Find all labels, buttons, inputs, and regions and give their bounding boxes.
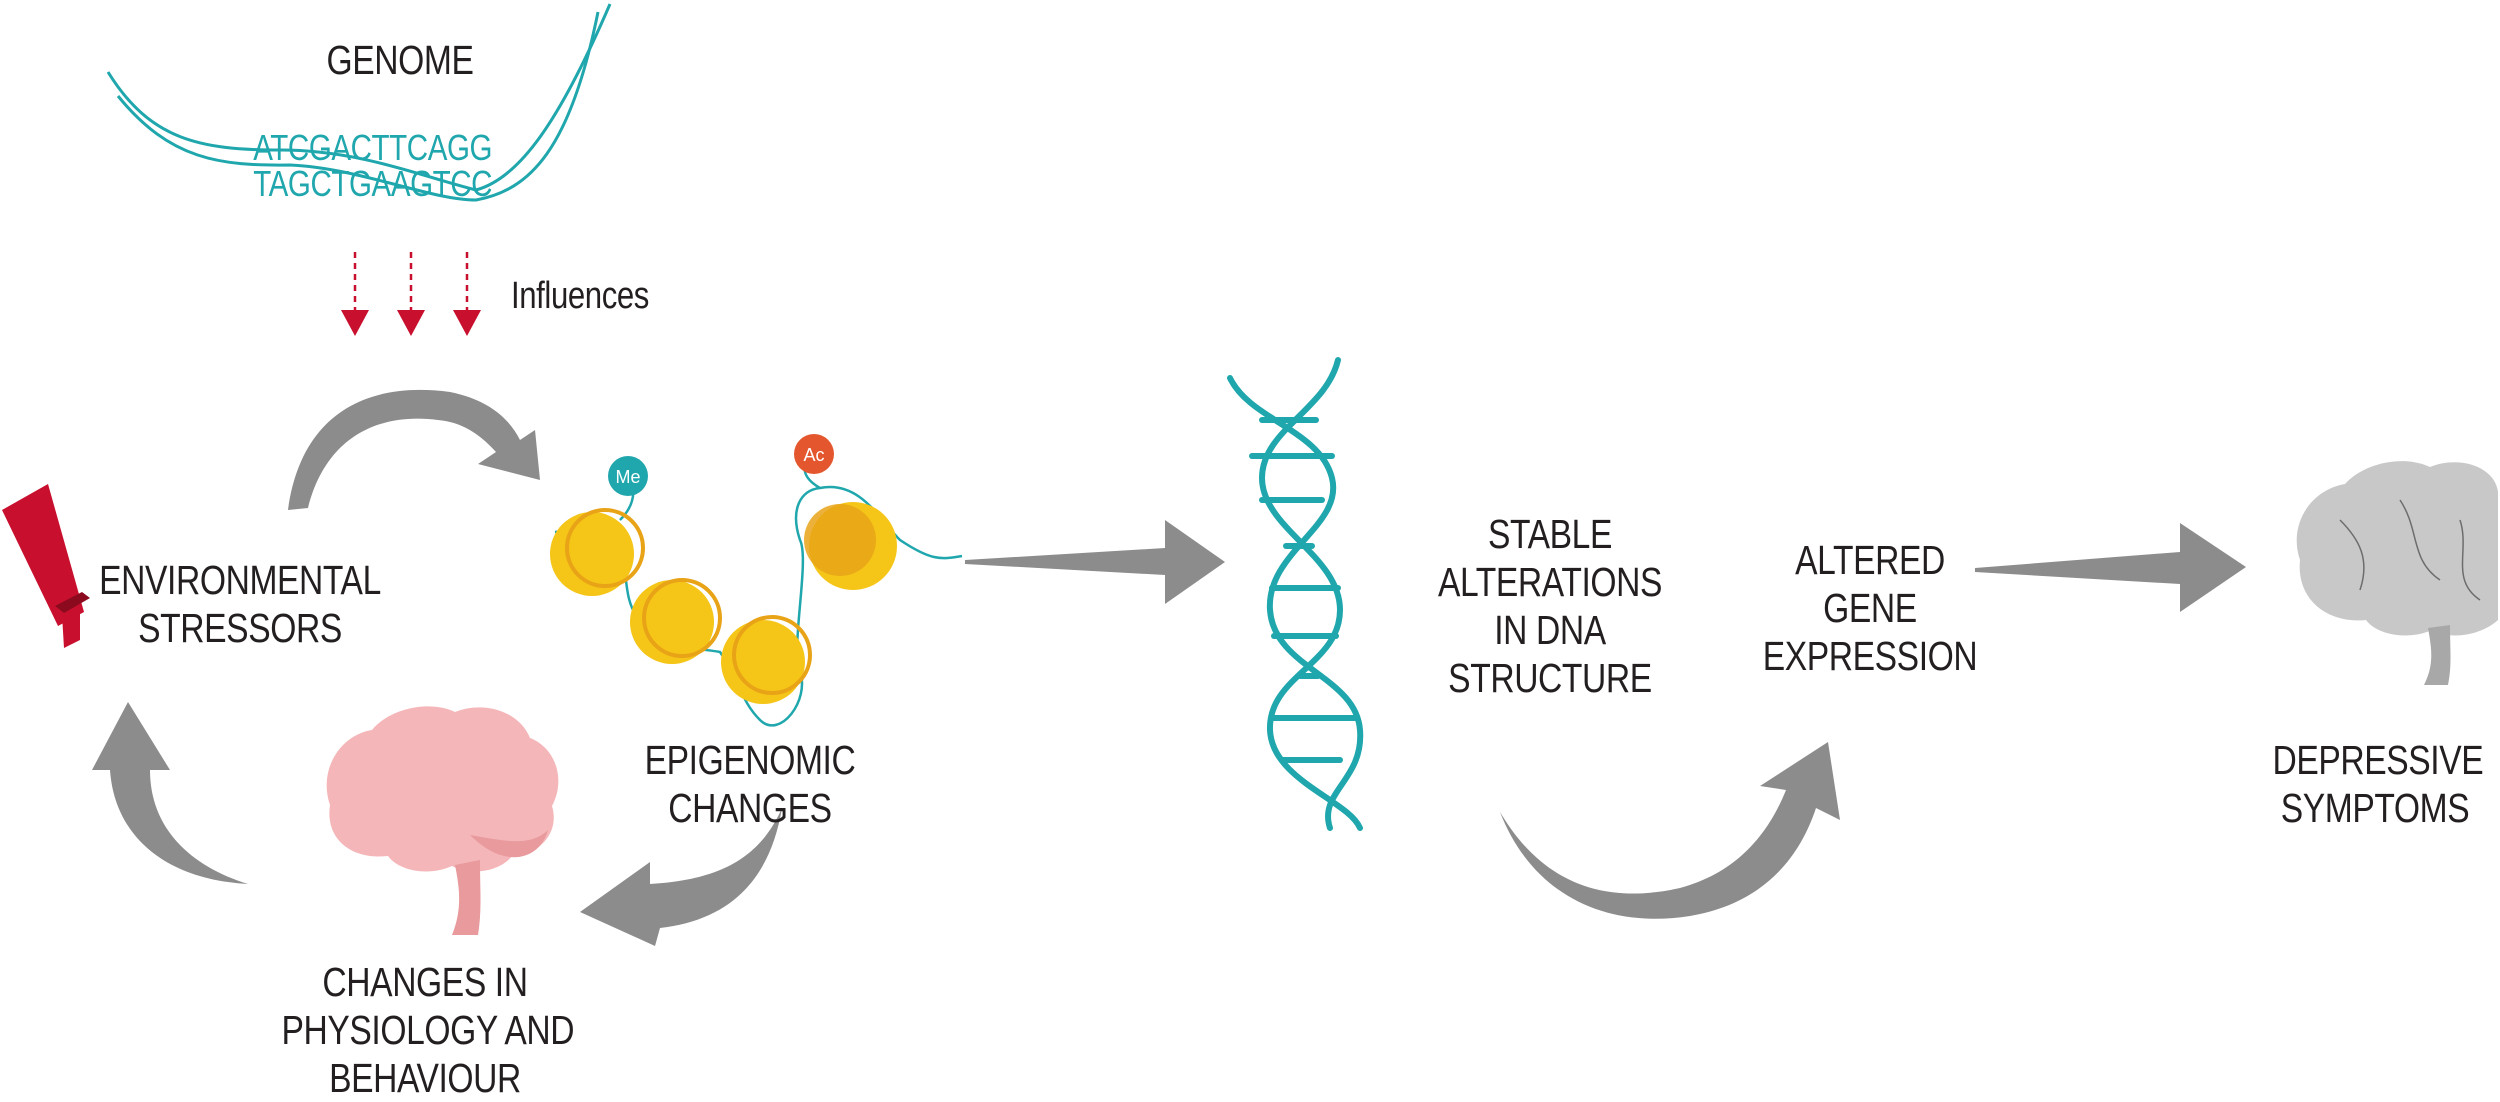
gene-expression-label: ALTERED GENE EXPRESSION [1755, 536, 1985, 680]
genome-dna-strand-icon [106, 3, 612, 202]
acetyl-mark-label: Ac [803, 445, 824, 465]
epigenomic-changes-label: EPIGENOMIC CHANGES [644, 737, 856, 831]
nucleosome-core [804, 504, 876, 576]
depressive-symptoms-label: DEPRESSIVE SYMPTOMS [2272, 736, 2484, 832]
nucleosome-ring [565, 508, 645, 588]
dna-alterations-line-4: STRUCTURE [1448, 655, 1652, 701]
physiology-behaviour-line-2: PHYSIOLOGY AND [281, 1007, 575, 1053]
physiology-behaviour-label: CHANGES IN PHYSIOLOGY AND BEHAVIOUR [281, 958, 575, 1102]
depressive-symptoms-line-1: DEPRESSIVE [2272, 737, 2484, 783]
genome-sequence-bottom: TAGCTGAAGTCC [253, 163, 493, 204]
curved-arrow-expression [1500, 742, 1840, 919]
straight-arrow-to-dna [965, 520, 1225, 604]
genome-title: GENOME [326, 37, 474, 83]
environmental-stressors-line-1: ENVIRONMENTAL [99, 557, 381, 603]
acetyl-mark-icon [794, 434, 834, 474]
physiology-behaviour-line-1: CHANGES IN [322, 959, 528, 1005]
influence-arrow-head [341, 310, 369, 336]
genome-sequence-top: ATCGACTTCAGG [253, 127, 493, 168]
influences-label: Influences [511, 275, 649, 317]
exclamation-icon [2, 484, 90, 648]
influence-arrow-head [453, 310, 481, 336]
gene-expression-line-2: GENE [1823, 585, 1917, 631]
brain-gray-icon [2296, 461, 2498, 685]
influence-arrows [341, 252, 481, 336]
dna-alterations-line-1: STABLE [1488, 511, 1612, 557]
environmental-stressors-label: ENVIRONMENTAL STRESSORS [92, 556, 387, 652]
nucleosome-ring [642, 578, 722, 658]
methyl-mark-label: Me [615, 467, 640, 487]
dna-alterations-line-2: ALTERATIONS [1437, 559, 1663, 605]
gene-expression-line-3: EXPRESSION [1762, 633, 1978, 679]
physiology-behaviour-line-3: BEHAVIOUR [329, 1055, 521, 1101]
chromatin-fiber [554, 485, 963, 727]
dna-alterations-label: STABLE ALTERATIONS IN DNA STRUCTURE [1427, 510, 1673, 702]
cycle-arrow-top [288, 389, 540, 510]
depressive-symptoms-line-2: SYMPTOMS [2280, 785, 2470, 831]
influence-arrow-head [397, 310, 425, 336]
dna-double-helix-icon [1227, 357, 1364, 831]
environmental-stressors-line-2: STRESSORS [138, 605, 342, 651]
nucleosome [721, 620, 805, 704]
methyl-mark-icon [608, 456, 648, 496]
cycle-arrow-right [580, 808, 782, 946]
gene-expression-line-1: ALTERED [1795, 537, 1945, 583]
straight-arrow-to-symptoms [1975, 523, 2246, 612]
dna-alterations-line-3: IN DNA [1494, 607, 1606, 653]
chromatin-nucleosomes: Me Ac [550, 434, 963, 727]
brain-pink-icon [326, 706, 559, 935]
nucleosome-ring [732, 615, 812, 695]
cycle-arrow-left [92, 702, 248, 884]
